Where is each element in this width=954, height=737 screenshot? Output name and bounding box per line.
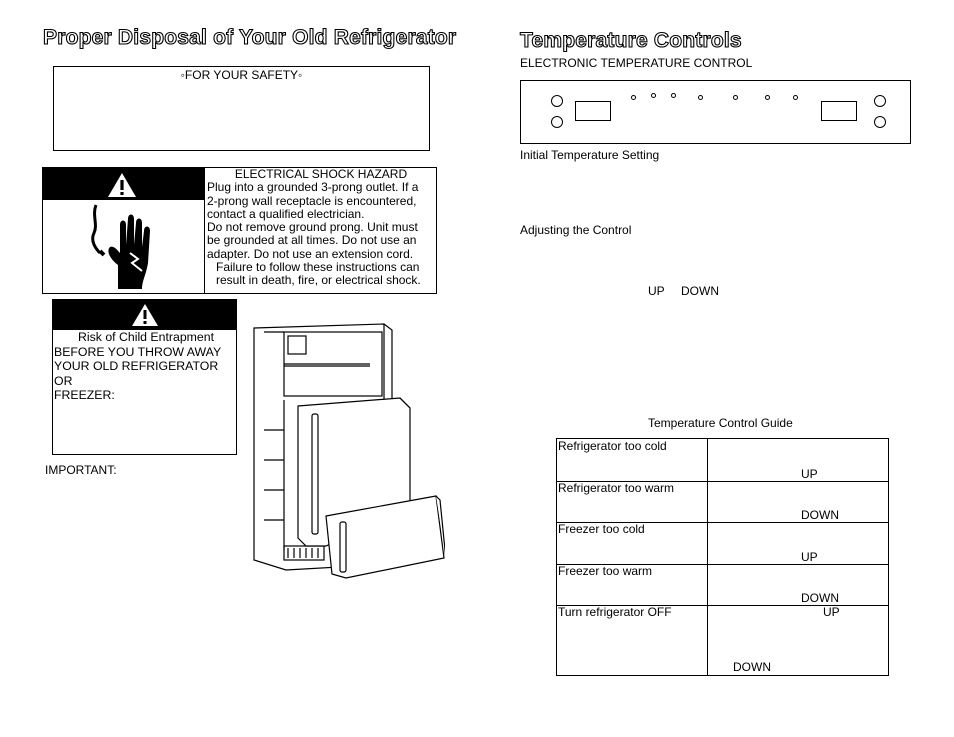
child-warning-text: Risk of Child Entrapment BEFORE YOU THRO… — [54, 330, 236, 403]
guide-action: DOWN — [801, 591, 839, 605]
indicator-light-icon — [733, 95, 738, 100]
guide-action: DOWN — [801, 508, 839, 522]
right-page-title: Temperature Controls — [519, 28, 742, 52]
freezer-down-button-icon — [551, 116, 563, 128]
shock-warning-box — [42, 167, 437, 294]
refrigerator-down-button-icon — [874, 116, 886, 128]
control-panel-diagram — [520, 80, 911, 144]
warning-triangle-icon — [108, 173, 136, 197]
guide-action: UP — [801, 467, 818, 481]
warning-triangle-icon — [132, 304, 158, 326]
guide-condition: Freezer too warm — [558, 564, 653, 578]
indicator-light-icon — [698, 95, 703, 100]
warning-banner — [43, 168, 205, 200]
left-page-title: Proper Disposal of Your Old Refrigerator — [42, 25, 457, 49]
refrigerator-up-button-icon — [874, 95, 886, 107]
up-word: UP — [648, 284, 665, 298]
indicator-light-icon — [651, 93, 656, 98]
freezer-display — [575, 101, 611, 121]
guide-condition: Refrigerator too cold — [558, 439, 667, 453]
guide-condition: Freezer too cold — [558, 522, 645, 536]
indicator-light-icon — [631, 95, 636, 100]
child-warning-box — [52, 299, 237, 455]
temperature-guide-table: Refrigerator too cold UP Refrigerator to… — [556, 438, 889, 676]
guide-condition: Refrigerator too warm — [558, 481, 675, 495]
guide-condition: Turn refrigerator OFF — [558, 605, 672, 619]
shock-heading: ELECTRICAL SHOCK HAZARD — [234, 167, 408, 181]
guide-title: Temperature Control Guide — [648, 416, 793, 430]
freezer-up-button-icon — [551, 95, 563, 107]
control-subtitle: ELECTRONIC TEMPERATURE CONTROL — [520, 56, 753, 70]
important-label: IMPORTANT: — [45, 463, 117, 477]
child-warning-banner — [53, 300, 236, 330]
guide-action: DOWN — [733, 660, 771, 674]
safety-box: ◦FOR YOUR SAFETY◦ — [53, 66, 430, 151]
refrigerator-display — [821, 101, 857, 121]
shock-warning-text: ELECTRICAL SHOCK HAZARD Plug into a grou… — [207, 167, 435, 288]
indicator-light-icon — [671, 93, 676, 98]
guide-action: UP — [801, 550, 818, 564]
down-word: DOWN — [681, 284, 719, 298]
refrigerator-illustration — [253, 323, 445, 579]
indicator-light-icon — [765, 95, 770, 100]
initial-setting-heading: Initial Temperature Setting — [520, 148, 660, 162]
shock-hand-icon — [91, 204, 150, 289]
indicator-light-icon — [793, 95, 798, 100]
adjusting-heading: Adjusting the Control — [520, 223, 632, 237]
safety-header: ◦FOR YOUR SAFETY◦ — [180, 68, 303, 82]
child-heading: Risk of Child Entrapment — [78, 330, 215, 344]
guide-action: UP — [823, 605, 840, 619]
